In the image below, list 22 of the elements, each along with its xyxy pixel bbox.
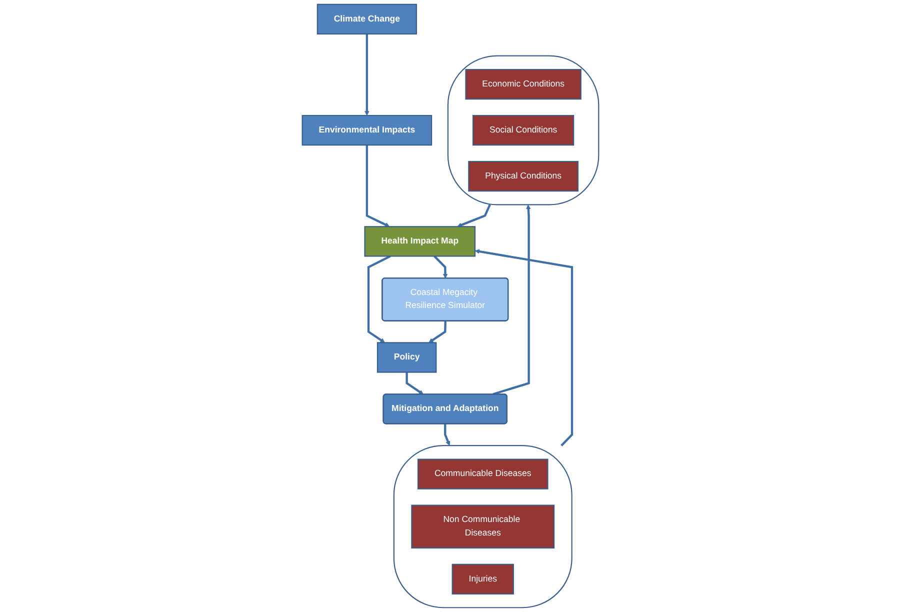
arrow: [492, 204, 531, 396]
cluster: [393, 445, 572, 608]
cluster: [447, 55, 600, 206]
node-box: Physical Conditions: [468, 160, 578, 192]
node-box: Social Conditions: [472, 114, 574, 146]
node-box: Policy: [376, 342, 437, 373]
arrow: [428, 321, 446, 343]
arrow: [367, 255, 391, 343]
node-box: Communicable Diseases: [417, 458, 548, 490]
node-box: Injuries: [452, 564, 514, 594]
node-box: Non Communicable Diseases: [411, 504, 555, 548]
node-box: Economic Conditions: [465, 68, 582, 100]
arrow: [444, 424, 450, 446]
arrow: [457, 204, 491, 228]
arrow: [474, 249, 574, 446]
node-box: Environmental Impacts: [302, 114, 432, 146]
arrow: [366, 145, 390, 227]
arrow: [434, 255, 448, 279]
arrow: [406, 372, 424, 395]
node-box: Health Impact Map: [364, 226, 476, 257]
arrow: [364, 34, 370, 116]
node-box: Climate Change: [316, 4, 417, 34]
